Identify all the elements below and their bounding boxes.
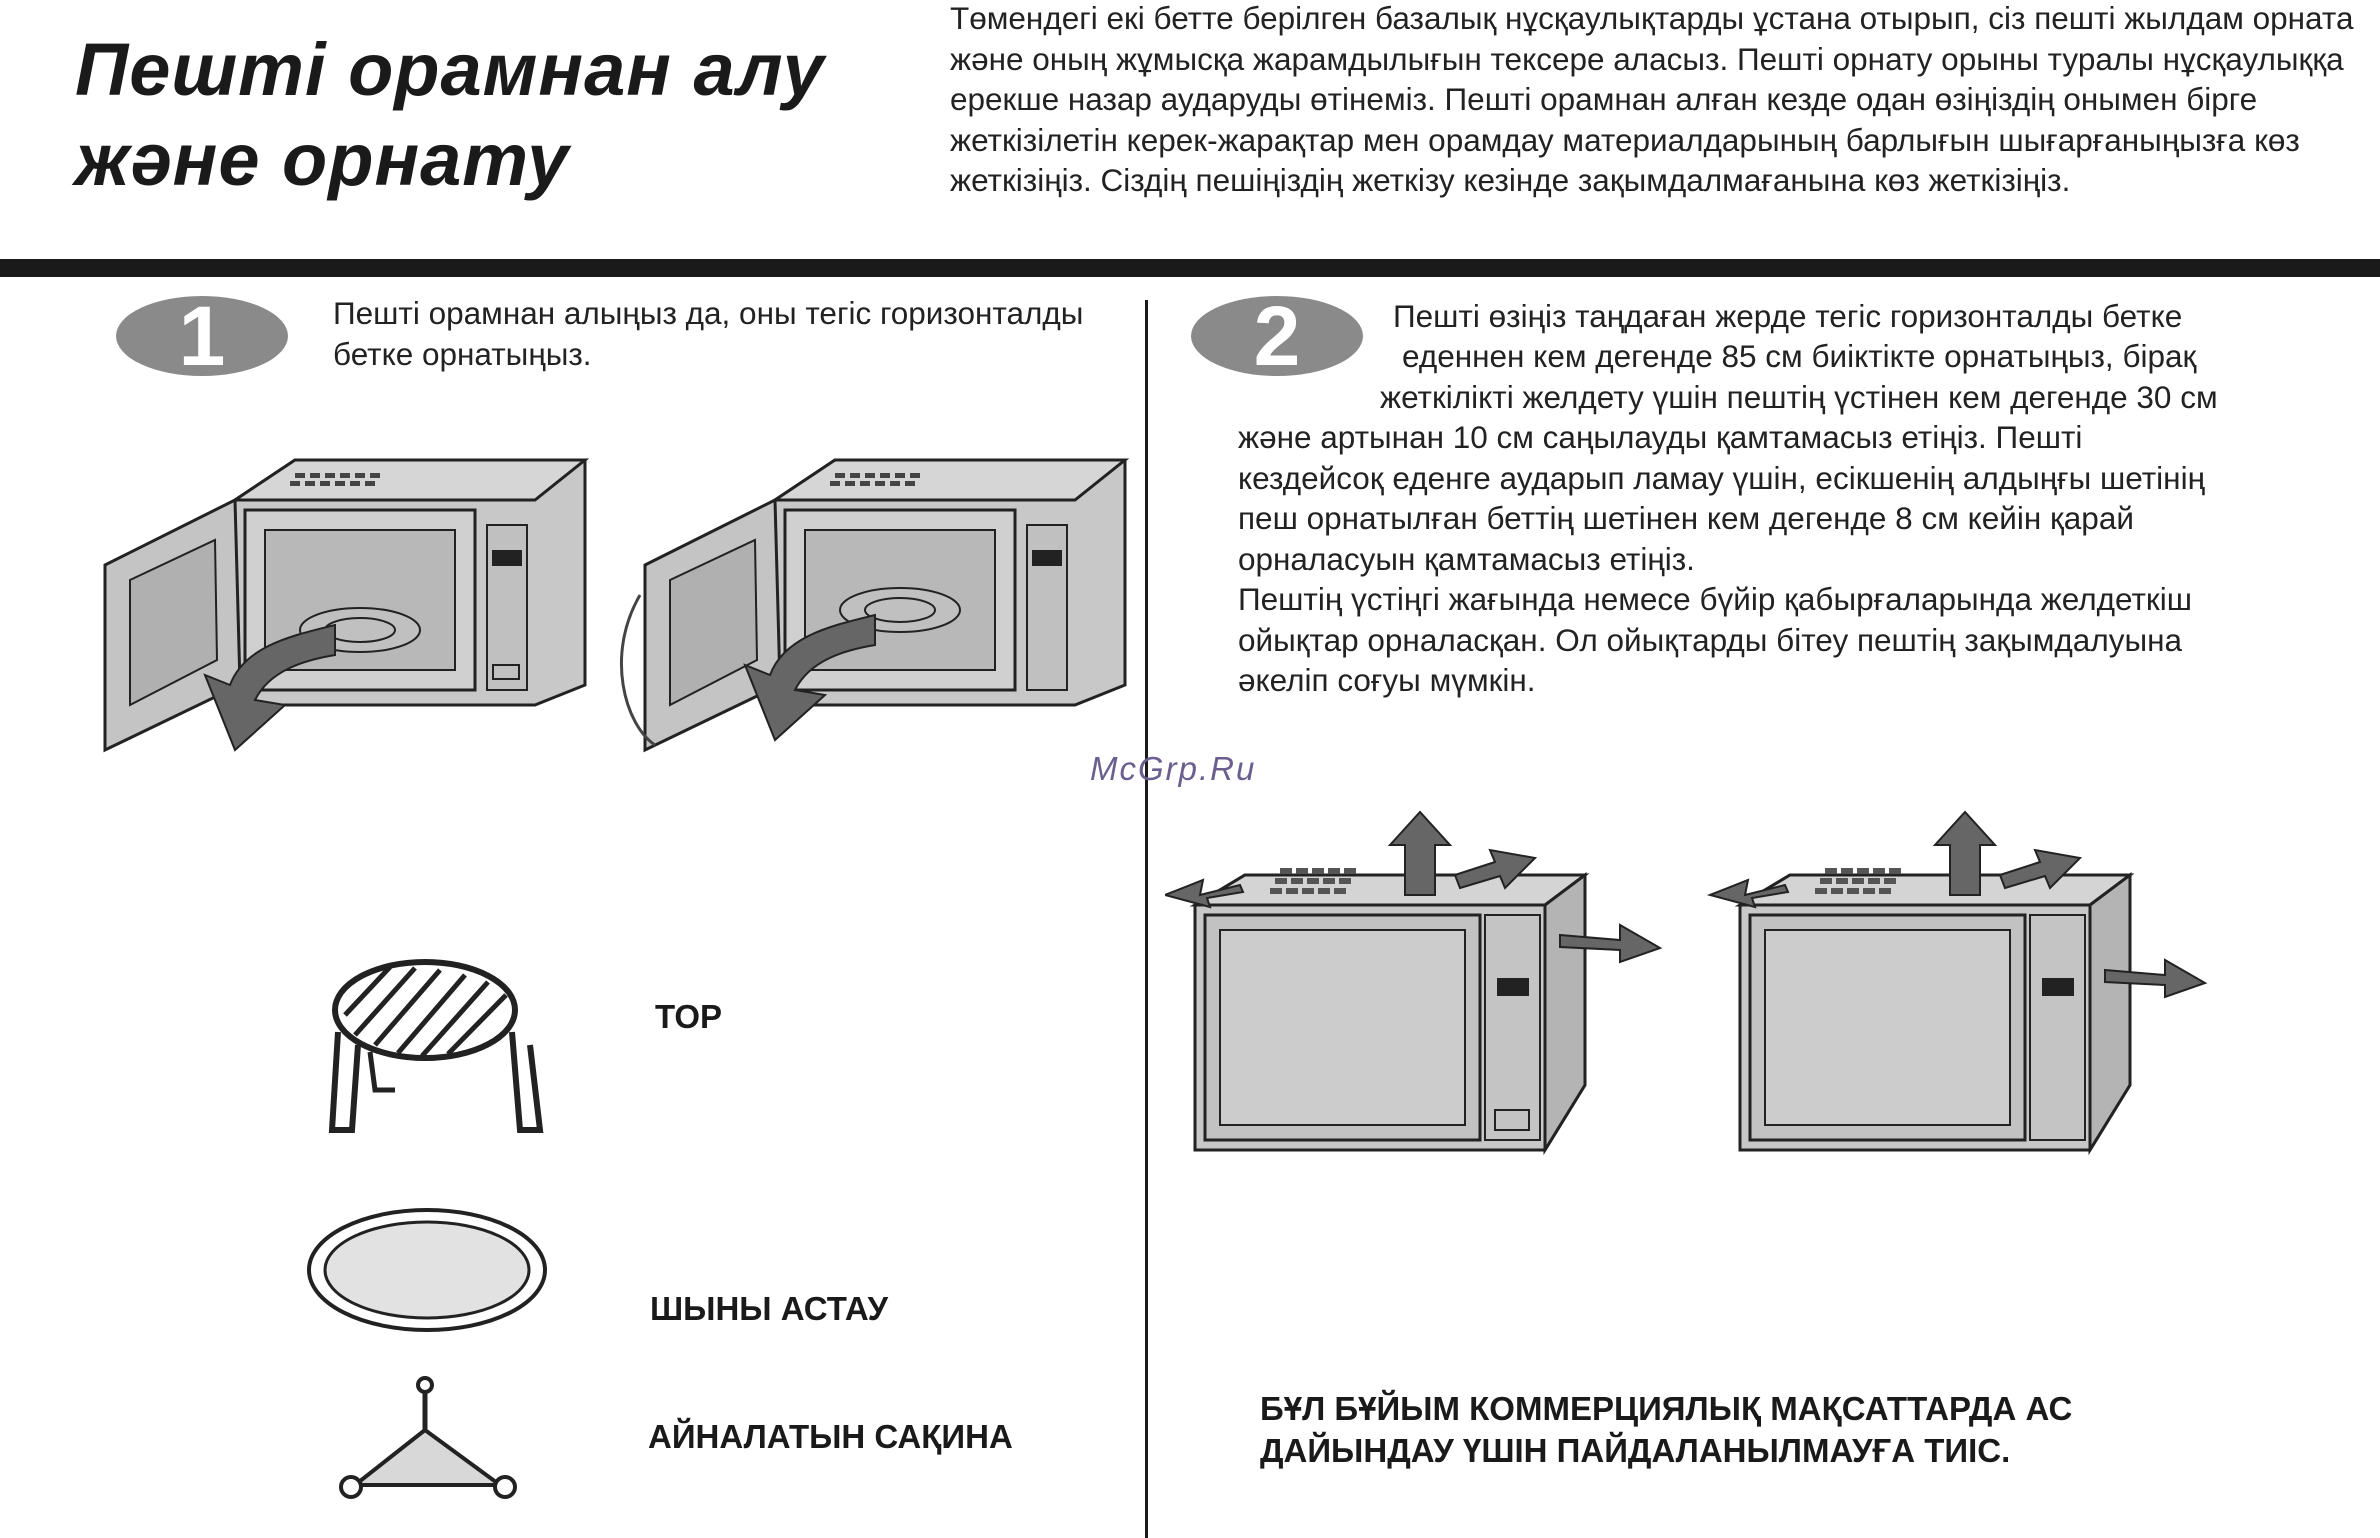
step-2-line: еденнен кем дегенде 85 см биіктікте орна… [1402, 338, 2197, 374]
step-2-line: ойықтар орналасқан. Ол ойықтарды бітеу п… [1238, 622, 2183, 658]
step-1-illustration [103, 458, 1130, 753]
step-2-line: əкеліп соғуы мүмкін. [1238, 662, 1536, 698]
intro-paragraph: Төмендегі екі бетте берілген базалық нұс… [950, 0, 2354, 198]
roller-ring-illustration [339, 1376, 517, 1499]
rack-illustration [328, 959, 544, 1133]
step-1-number: 1 [179, 295, 226, 377]
step-2-line: Пешті өзіңіз таңдаған жерде тегіс горизо… [1393, 298, 2183, 334]
step-1-text: Пешті орамнан алыңыз да, оны тегіс гориз… [333, 295, 1084, 372]
oven-open-door-2 [619, 458, 1130, 753]
title-line-1: Пешті орамнан алу [75, 28, 825, 111]
warning-line-1: БҰЛ БҰЙЫМ КОММЕРЦИЯЛЫҚ МАҚСАТТАРДА АС [1260, 1390, 2073, 1427]
step-2-line: жеткілікті желдету үшін пештің үстінен к… [1380, 379, 2218, 415]
step-2-line: Пештің үстіңгі жағында немесе бүйір қабы… [1238, 581, 2192, 617]
warning-line-2: ДАЙЫНДАУ ҮШІН ПАЙДАЛАНЫЛМАУҒА ТИІС. [1260, 1432, 2011, 1469]
step-2-line: жəне артынан 10 см саңылауды қамтамасыз … [1238, 419, 2083, 455]
step-1-badge: 1 [116, 295, 288, 377]
column-divider [1145, 300, 1148, 1538]
watermark: McGrp.Ru [1090, 750, 1257, 787]
step-2-badge: 2 [1191, 295, 1363, 377]
glass-tray-illustration [307, 1208, 547, 1332]
page-title: Пешті орамнан алу жəне орнату [75, 25, 915, 205]
step-2-line: пеш орнатылған беттің шетінен кем дегенд… [1238, 500, 2134, 536]
roller-ring-label: АЙНАЛАТЫН САҚИНА [648, 1418, 1013, 1455]
commercial-use-warning: БҰЛ БҰЙЫМ КОММЕРЦИЯЛЫҚ МАҚСАТТАРДА АС ДА… [1260, 1388, 2260, 1472]
glass-tray-label: ШЫНЫ АСТАУ [650, 1290, 888, 1327]
oven-ventilation-2 [1706, 810, 2208, 1156]
oven-ventilation-1 [1165, 810, 1663, 1156]
header-rule [0, 259, 2380, 277]
rack-label: ТОР [655, 998, 723, 1035]
step-2-line: кездейсоқ еденге аударып ламау үшін, есі… [1238, 460, 2205, 496]
step-2-number: 2 [1254, 295, 1301, 377]
oven-open-door-1 [103, 458, 590, 753]
step-2-illustration [1165, 810, 2208, 1156]
step-2-line: орналасуын қамтамасыз етіңіз. [1238, 541, 1695, 577]
title-line-2: жəне орнату [75, 118, 570, 201]
